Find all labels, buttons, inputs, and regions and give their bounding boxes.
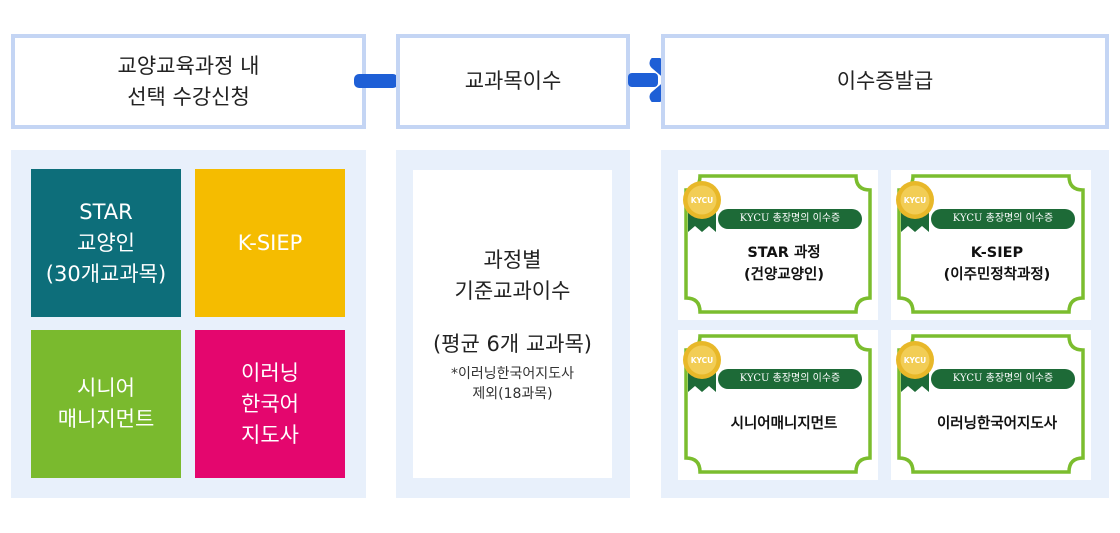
requirement-panel: 과정별 기준교과이수 (평균 6개 교과목) *이러닝한국어지도사 제외(18과… [396, 150, 630, 498]
certificate-banner: KYCU 총장명의 이수증 [718, 369, 862, 389]
medal-icon: KYCU [896, 341, 934, 392]
certificate-banner: KYCU 총장명의 이수증 [718, 209, 862, 229]
medal-label: KYCU [904, 196, 927, 205]
medal-label: KYCU [691, 196, 714, 205]
certificate-title: 이러닝한국어지도사 [936, 416, 1058, 432]
certificate-title: 시니어매니지먼트 [730, 416, 838, 432]
certificate-banner: KYCU 총장명의 이수증 [931, 209, 1075, 229]
program-label: STAR 교양인 (30개교과목) [45, 199, 167, 286]
certificate-banner: KYCU 총장명의 이수증 [931, 369, 1075, 389]
requirement-card: 과정별 기준교과이수 (평균 6개 교과목) *이러닝한국어지도사 제외(18과… [413, 170, 612, 478]
program-label: 이러닝 한국어 지도사 [241, 360, 299, 447]
requirement-average: (평균 6개 교과목) [432, 331, 593, 356]
medal-icon: KYCU [683, 341, 721, 392]
medal-icon: KYCU [683, 181, 721, 232]
program-label: K-SIEP [237, 230, 303, 255]
step-certificate-issuance: 이수증발급 [661, 34, 1109, 129]
program-label: 시니어 매니지먼트 [57, 376, 155, 431]
medal-label: KYCU [904, 356, 927, 365]
connector-arrow-icon [354, 74, 398, 88]
programs-panel: STAR 교양인 (30개교과목) K-SIEP 시니어 매니지먼트 이러닝 한… [11, 150, 366, 498]
step-label: 이수증발급 [836, 69, 934, 93]
certificate-k-siep: KYCU KYCU 총장명의 이수증 K-SIEP (이주민정착과정) [891, 170, 1091, 320]
step-course-completion: 교과목이수 [396, 34, 630, 129]
program-tile-senior-management: 시니어 매니지먼트 [31, 330, 181, 478]
program-tile-elearning-korean: 이러닝 한국어 지도사 [195, 330, 345, 478]
program-tile-k-siep: K-SIEP [195, 169, 345, 317]
program-tile-star: STAR 교양인 (30개교과목) [31, 169, 181, 317]
certificate-star: KYCU KYCU 총장명의 이수증 STAR 과정 (건양교양인) [678, 170, 878, 320]
medal-label: KYCU [691, 356, 714, 365]
step-label: 교과목이수 [464, 69, 562, 93]
requirement-note: *이러닝한국어지도사 제외(18과목) [451, 365, 574, 402]
step-course-registration: 교양교육과정 내 선택 수강신청 [11, 34, 366, 129]
requirement-title: 과정별 기준교과이수 [454, 247, 571, 303]
medal-icon: KYCU [896, 181, 934, 232]
step-label: 교양교육과정 내 선택 수강신청 [117, 53, 260, 109]
certificate-title: K-SIEP (이주민정착과정) [943, 245, 1051, 283]
certificate-title: STAR 과정 (건양교양인) [744, 245, 824, 283]
